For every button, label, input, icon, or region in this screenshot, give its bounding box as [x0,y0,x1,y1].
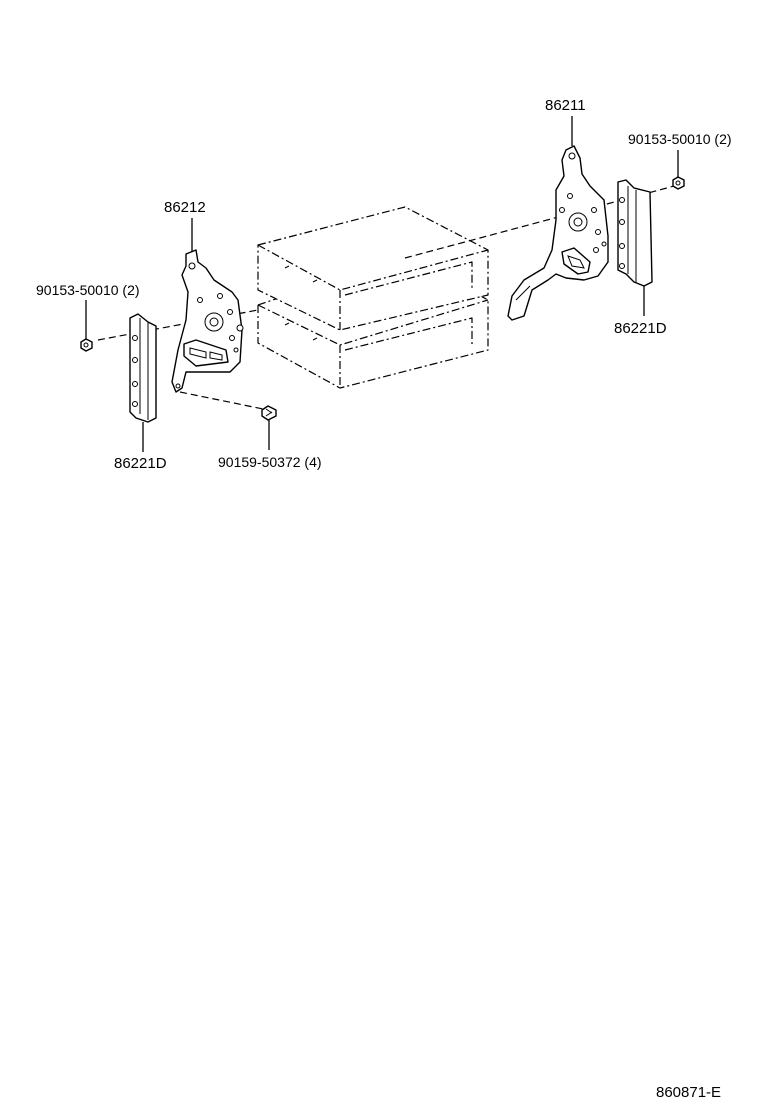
upper-unit [257,206,489,331]
bracket-86211 [507,145,609,321]
bracket-86212 [171,249,244,393]
label-bolt-upper-right: 90153-50010 (2) [628,131,732,147]
bolt-upper-left-icon [80,338,93,352]
label-86211: 86211 [545,97,586,114]
screw-bottom-icon [261,405,277,421]
label-bolt-upper-left: 90153-50010 (2) [36,282,140,298]
figure-code: 860871-E [656,1084,721,1101]
label-screw-bottom: 90159-50372 (4) [218,454,322,470]
leader-lines [85,116,679,452]
bolt-upper-right-icon [672,176,685,190]
label-bracket-right: 86221D [614,320,667,337]
label-86212: 86212 [164,199,206,216]
bracket-86221D-left [129,313,157,423]
radio-unit-stack [257,206,489,389]
bracket-86221D-right [617,179,653,287]
label-bracket-left: 86221D [114,455,167,472]
